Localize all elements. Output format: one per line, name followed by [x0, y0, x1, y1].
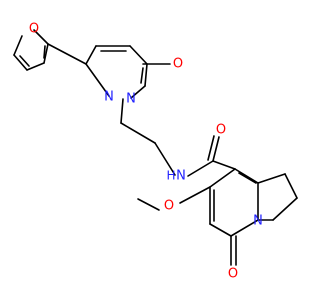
bond-furan-3: [26, 62, 45, 71]
methoxy-oxygen-label: O: [164, 199, 174, 214]
bond-furan-4: [43, 43, 49, 64]
furan-ring: [13, 29, 49, 71]
bond-ring-6: [234, 168, 259, 184]
indolizinone-oxygen-label: O: [228, 267, 238, 282]
pyridazine-n1-label: N: [104, 90, 114, 105]
amide-group: [187, 135, 236, 177]
molecule-canvas: O N N O N H O O N O: [13, 22, 298, 282]
bond-five-1: [257, 173, 286, 184]
molecule-structure: O N N O N H O O N O: [13, 22, 298, 282]
bond-ring-double-2: [238, 172, 257, 184]
bond-pyr-5: [130, 85, 146, 99]
indolizinone-system: [137, 168, 298, 266]
bond-furan-2: [13, 54, 28, 71]
bond-linker-1: [120, 98, 124, 124]
bond-link-furan-pyridazine: [47, 43, 87, 65]
pyridazine-n2-label: N: [126, 92, 136, 107]
bond-carbonyl-o-1: [212, 136, 220, 162]
amide-hydrogen-label: H: [166, 169, 175, 183]
bond-pyr-1: [85, 45, 97, 65]
bond-ring-3: [209, 223, 232, 237]
bond-five-3: [272, 197, 298, 221]
amide-oxygen-label: O: [216, 123, 226, 138]
bond-carbonyl-ring: [212, 160, 236, 170]
bond-pyr-4: [144, 63, 148, 87]
pyridazinone-oxygen-label: O: [173, 57, 183, 72]
bond-furan-double-1: [19, 55, 30, 67]
ethyl-linker: [120, 98, 176, 176]
bond-ring-1: [209, 168, 236, 188]
bond-carbonyl-o-2: [207, 135, 215, 161]
bond-furan-double-2: [43, 45, 46, 59]
bond-pyr-6: [85, 63, 110, 97]
bond-furan-5: [33, 29, 49, 45]
bond-linker-2: [120, 122, 156, 144]
indolizinone-nitrogen-label: N: [253, 214, 263, 229]
amide-nitrogen-label: N: [176, 169, 186, 184]
bond-pyr-double-2: [140, 67, 144, 84]
bond-five-2: [284, 173, 298, 199]
bond-methoxy-link: [179, 186, 211, 204]
pyridazinone-ring: [47, 43, 171, 99]
furan-oxygen-label: O: [29, 22, 39, 37]
bond-furan-1: [13, 35, 23, 56]
bond-ring-4: [230, 219, 259, 237]
bond-methoxy-methyl: [137, 198, 160, 211]
bond-linker-3: [154, 142, 176, 176]
bond-nh-carbonyl: [187, 160, 214, 177]
bond-pyr-3: [129, 45, 148, 65]
